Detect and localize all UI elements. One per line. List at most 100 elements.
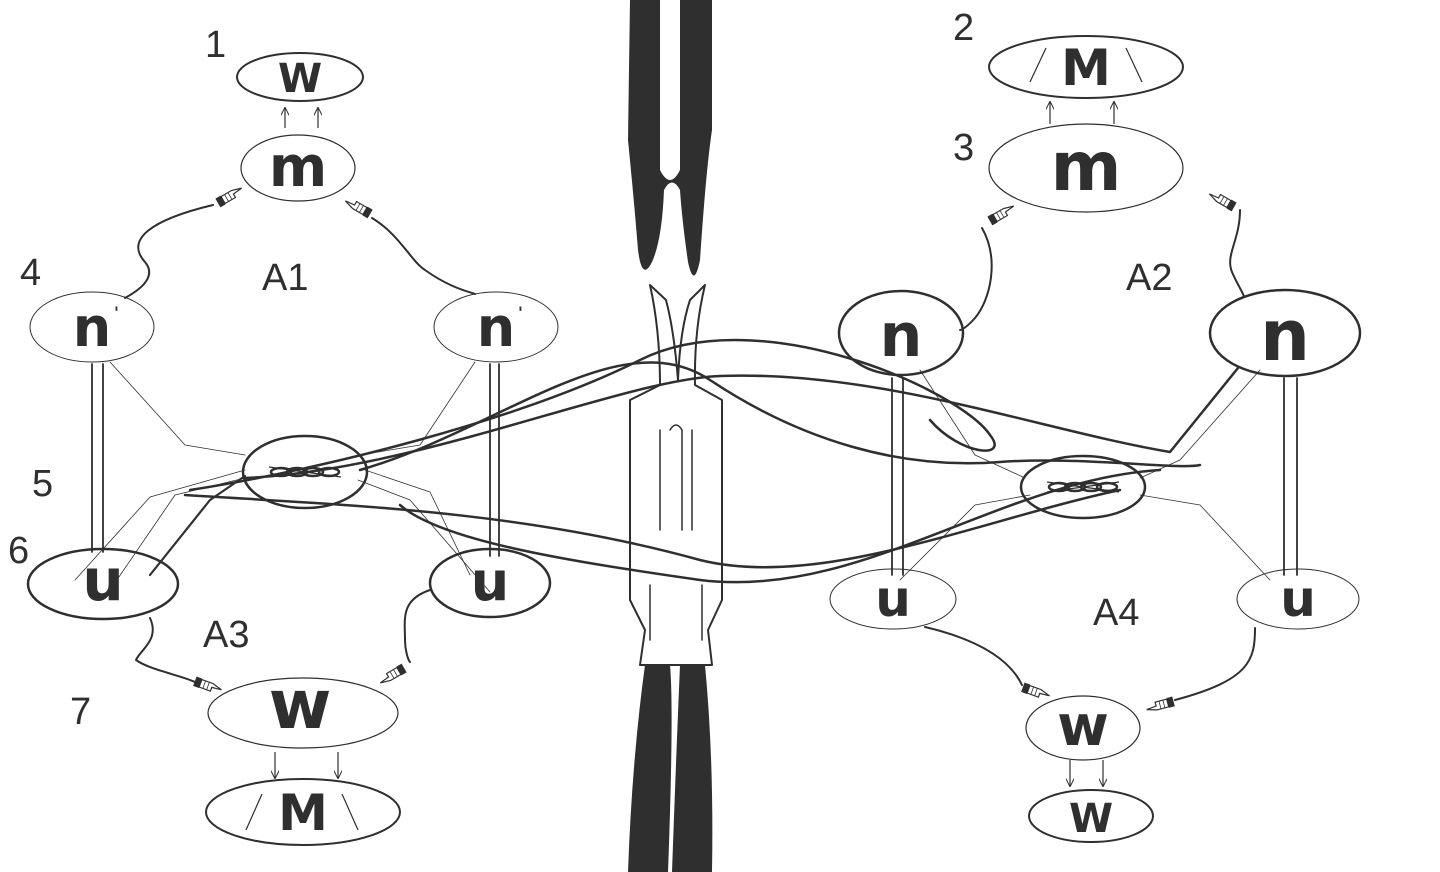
right-hub-node bbox=[1019, 454, 1147, 520]
pointing-hand-icon bbox=[1020, 681, 1052, 703]
a1-left-cell bbox=[29, 291, 155, 363]
quadrant-a2: M m n n bbox=[837, 35, 1362, 378]
double-bar bbox=[1283, 377, 1298, 576]
a1-right-cell bbox=[433, 291, 559, 363]
a3-output-glyph: M bbox=[278, 784, 328, 842]
a3-output-oval bbox=[205, 778, 401, 846]
a2-link-right bbox=[1229, 209, 1245, 298]
hub-line bbox=[1139, 369, 1261, 479]
central-column-bottom bbox=[628, 665, 713, 872]
a4-link-right bbox=[1174, 627, 1256, 701]
a2-left-cell bbox=[837, 289, 965, 377]
label-a1: A1 bbox=[262, 257, 308, 299]
hub-line bbox=[359, 361, 476, 456]
label-1: 1 bbox=[205, 24, 226, 66]
label-7: 7 bbox=[70, 691, 91, 733]
a2-right-cell bbox=[1208, 288, 1362, 378]
pointing-hand-icon bbox=[192, 675, 224, 697]
labels: 1 2 3 4 5 6 7 A1 A2 A3 A4 bbox=[8, 7, 1172, 733]
a1-output-glyph: W bbox=[278, 56, 322, 102]
quadrant-a4: u u w W bbox=[829, 568, 1360, 843]
a4-output-glyph: W bbox=[1069, 796, 1113, 842]
a3-output-slash bbox=[341, 793, 359, 831]
pointing-hand-icon bbox=[214, 184, 246, 208]
a2-output-slash bbox=[1125, 47, 1143, 83]
a1-right-cell-glyph: n bbox=[477, 296, 515, 359]
double-bar bbox=[489, 363, 500, 557]
a1-link-right bbox=[371, 217, 476, 295]
label-5: 5 bbox=[32, 463, 53, 505]
crossing-curve bbox=[398, 468, 1162, 584]
a2-link-left bbox=[959, 227, 993, 331]
pointing-hand-icon bbox=[342, 195, 374, 219]
hub-line bbox=[899, 494, 1031, 581]
crossing-curve bbox=[188, 338, 996, 492]
a2-output-slash bbox=[1029, 47, 1047, 83]
quadrant-a1: W m n ' n ' bbox=[29, 52, 559, 363]
a4-right-cell-glyph: u bbox=[1280, 570, 1316, 628]
a1-left-cell-glyph: n bbox=[73, 296, 111, 359]
a3-right-cell-glyph: u bbox=[471, 550, 509, 613]
double-bar bbox=[891, 377, 904, 576]
a3-left-cell bbox=[26, 547, 180, 621]
label-a2: A2 bbox=[1126, 257, 1172, 299]
hub-line bbox=[364, 469, 471, 576]
hub-line bbox=[109, 361, 246, 456]
label-6: 6 bbox=[8, 530, 29, 572]
a3-bottom-cell-glyph: w bbox=[269, 666, 332, 745]
a2-top-cell bbox=[988, 123, 1184, 213]
label-2: 2 bbox=[953, 7, 974, 49]
chain-link-icon bbox=[267, 465, 343, 479]
a3-link-left bbox=[135, 617, 196, 683]
a3-link-right bbox=[403, 589, 431, 663]
crossing-curve bbox=[243, 366, 1240, 480]
a1-left-tick: ' bbox=[114, 303, 119, 322]
crossing-curve bbox=[358, 361, 1202, 472]
pointing-hand-icon bbox=[986, 202, 1018, 226]
a2-top-cell-glyph: m bbox=[1051, 128, 1122, 207]
hub-line bbox=[1139, 494, 1271, 581]
hub-line bbox=[148, 474, 247, 577]
central-column-middle bbox=[629, 284, 723, 666]
label-a4: A4 bbox=[1093, 592, 1139, 634]
hub-line bbox=[357, 479, 491, 593]
central-column-inner bbox=[649, 424, 703, 641]
a2-output-glyph: M bbox=[1061, 39, 1111, 97]
a3-bottom-cell bbox=[207, 677, 399, 749]
a3-left-cell-glyph: u bbox=[82, 546, 123, 614]
central-column bbox=[628, 0, 723, 872]
a1-output-oval bbox=[236, 52, 364, 102]
chain-link-icon bbox=[1045, 480, 1121, 494]
pointing-hand-icon bbox=[1206, 188, 1238, 212]
crossing-connectors bbox=[183, 338, 1240, 584]
label-4: 4 bbox=[20, 252, 41, 294]
hub-line bbox=[919, 369, 1026, 479]
right-hub bbox=[899, 369, 1271, 581]
a4-bottom-cell bbox=[1025, 695, 1141, 761]
left-hub-node bbox=[241, 434, 369, 510]
pointing-hand-icon bbox=[376, 663, 408, 687]
a4-bottom-cell-glyph: w bbox=[1057, 694, 1109, 759]
crossing-curve bbox=[183, 488, 1122, 569]
a1-link-left bbox=[124, 204, 214, 299]
left-hub bbox=[74, 361, 491, 593]
pointing-hand-icon bbox=[1144, 695, 1176, 715]
double-bar bbox=[91, 363, 104, 553]
label-3: 3 bbox=[953, 127, 974, 169]
a4-right-cell bbox=[1236, 568, 1360, 630]
a1-top-cell bbox=[240, 134, 356, 202]
a2-left-cell-glyph: n bbox=[880, 301, 923, 371]
a1-top-cell-glyph: m bbox=[269, 135, 327, 200]
label-a3: A3 bbox=[203, 614, 249, 656]
a3-right-cell bbox=[428, 547, 552, 619]
a3-output-slash bbox=[245, 793, 263, 831]
a2-output-oval bbox=[988, 35, 1184, 99]
a4-output-oval bbox=[1028, 789, 1154, 843]
a2-right-cell-glyph: n bbox=[1260, 295, 1310, 377]
a4-left-cell-glyph: u bbox=[875, 570, 911, 628]
quadrant-a3: u u w M bbox=[26, 546, 552, 846]
hub-line bbox=[109, 477, 246, 591]
central-column-top bbox=[628, 0, 712, 276]
a4-left-cell bbox=[829, 568, 957, 630]
